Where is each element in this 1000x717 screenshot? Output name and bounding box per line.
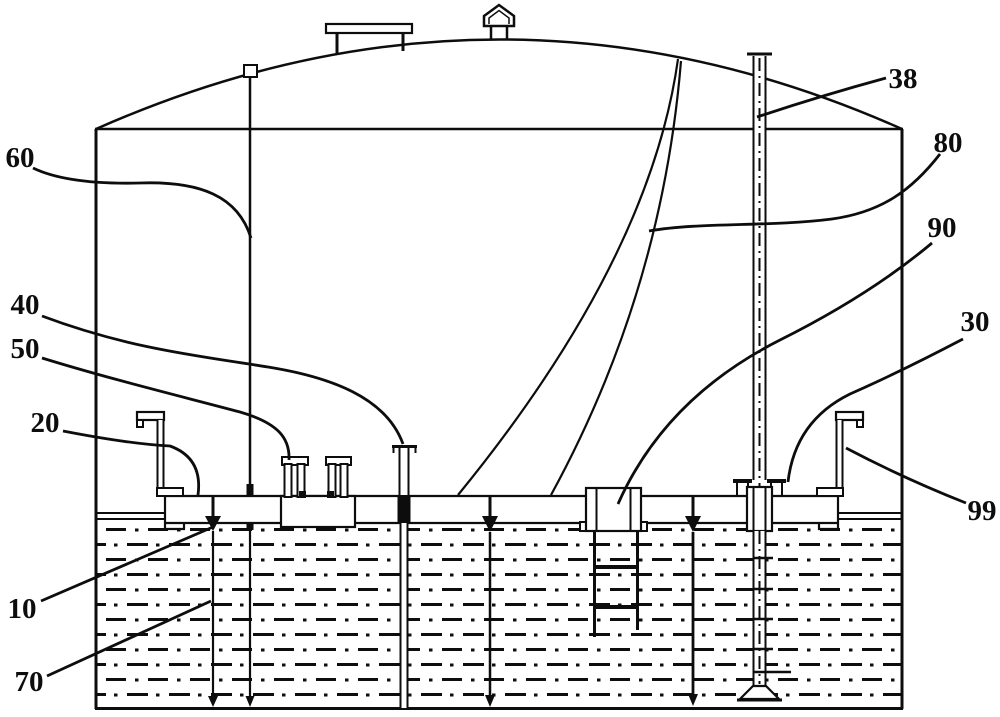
deck-left-bracket [163, 496, 186, 531]
leader-60 [32, 166, 253, 239]
swing-pipe-curve [457, 58, 683, 496]
ref-label-20: 20 [31, 407, 60, 439]
roof-breather-vent [482, 3, 516, 40]
leader-80 [648, 153, 942, 233]
leader-50 [41, 356, 291, 461]
leader-99 [845, 446, 967, 505]
ref-label-40: 40 [11, 289, 40, 321]
dome-roof [95, 38, 903, 131]
ref-label-38: 38 [889, 63, 918, 95]
left-elbow-vent [135, 410, 184, 497]
deck-u-fittings [279, 456, 357, 529]
reference-labels: 60 40 50 20 10 70 38 80 90 30 99 [6, 63, 997, 698]
ref-label-99: 99 [968, 495, 997, 527]
leader-10 [40, 525, 214, 603]
leader-90 [616, 241, 933, 505]
leader-30 [786, 337, 964, 483]
deck-nozzle-right [685, 497, 701, 706]
deck-nozzle-left [205, 497, 221, 707]
ref-label-80: 80 [934, 127, 963, 159]
tee-nozzle [392, 445, 417, 708]
gauge-pipe-lower [737, 485, 791, 702]
ref-label-90: 90 [928, 212, 957, 244]
leader-70 [46, 599, 212, 678]
ref-label-10: 10 [8, 593, 37, 625]
tank-shell [94, 38, 904, 710]
leader-40 [41, 314, 405, 445]
ref-label-30: 30 [961, 306, 990, 338]
deck-nozzle-center [482, 497, 498, 707]
leader-38 [756, 76, 887, 119]
liquid-hatch [97, 524, 901, 707]
leader-20 [62, 429, 201, 496]
ladder [593, 531, 639, 637]
gauge-pipe [733, 52, 786, 686]
deck-right-bracket [817, 496, 840, 531]
right-elbow-vent [816, 410, 865, 497]
sump-box [579, 486, 648, 533]
ref-label-50: 50 [11, 333, 40, 365]
deck [96, 494, 902, 531]
roof-platform-vent [324, 22, 414, 55]
ref-label-60: 60 [6, 142, 35, 174]
leader-lines [32, 76, 967, 678]
ref-label-70: 70 [15, 666, 44, 698]
